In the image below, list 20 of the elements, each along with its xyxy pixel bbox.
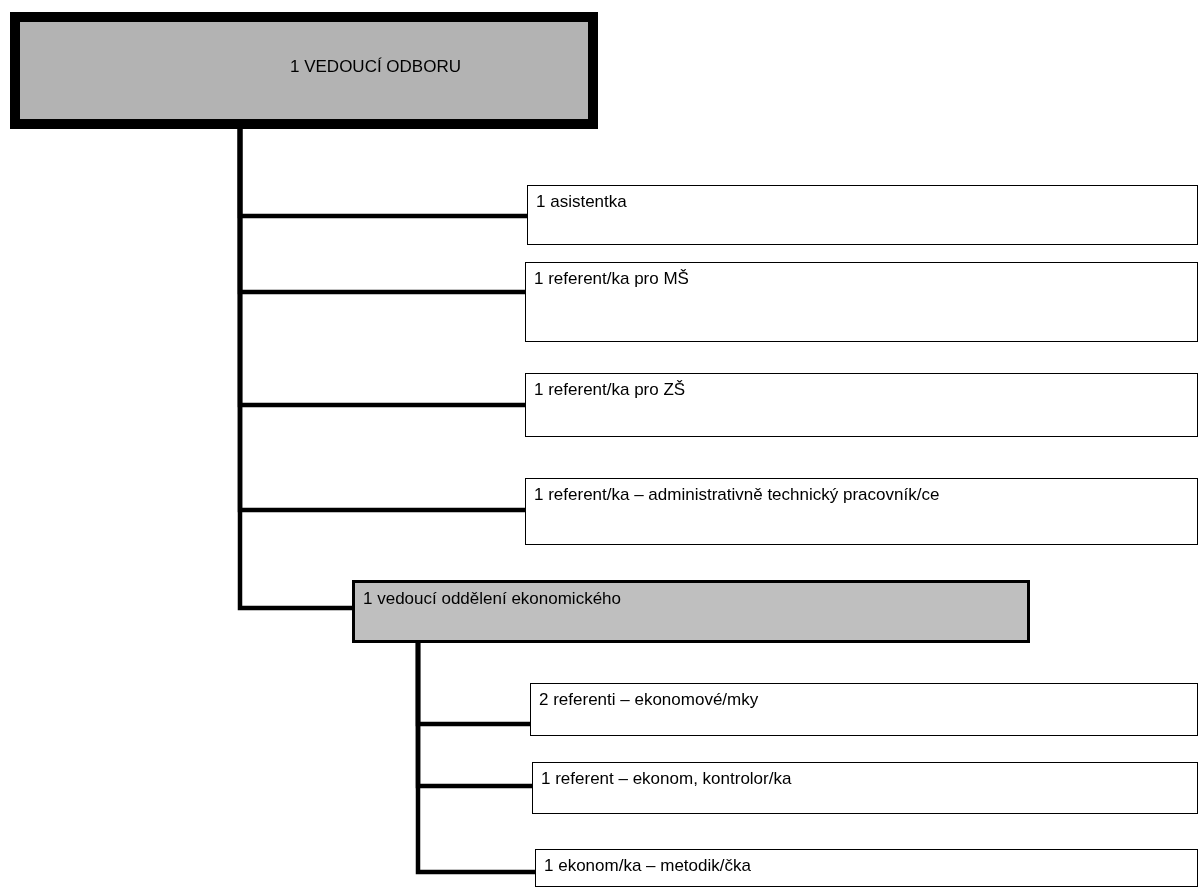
role-text: 1 referent/ka pro ZŠ (534, 380, 686, 400)
staff-box (527, 185, 1198, 245)
connector-line (415, 643, 535, 875)
role-text: 1 referent/ka pro MŠ (534, 269, 689, 289)
heading-text: 1 VEDOUCÍ ODBORU (290, 57, 461, 77)
staff-box (525, 262, 1198, 342)
staff-box (525, 373, 1198, 437)
role-text: 1 referent – ekonom, kontrolor/ka (541, 769, 792, 789)
staff-box (525, 478, 1198, 545)
role-text: 1 asistentka (536, 192, 627, 212)
section-head-box (352, 580, 1030, 643)
role-text: 1 referent/ka – administrativně technický pracovník/ce (534, 485, 940, 505)
connector-line (237, 129, 352, 611)
staff-box (530, 683, 1198, 736)
department-head-box (10, 12, 598, 129)
role-text: 1 vedoucí oddělení ekonomického (363, 589, 621, 609)
role-text: 2 referenti – ekonomové/mky (539, 690, 759, 710)
staff-box (532, 762, 1198, 814)
staff-box (535, 849, 1198, 887)
role-text: 1 ekonom/ka – metodik/čka (544, 856, 751, 876)
